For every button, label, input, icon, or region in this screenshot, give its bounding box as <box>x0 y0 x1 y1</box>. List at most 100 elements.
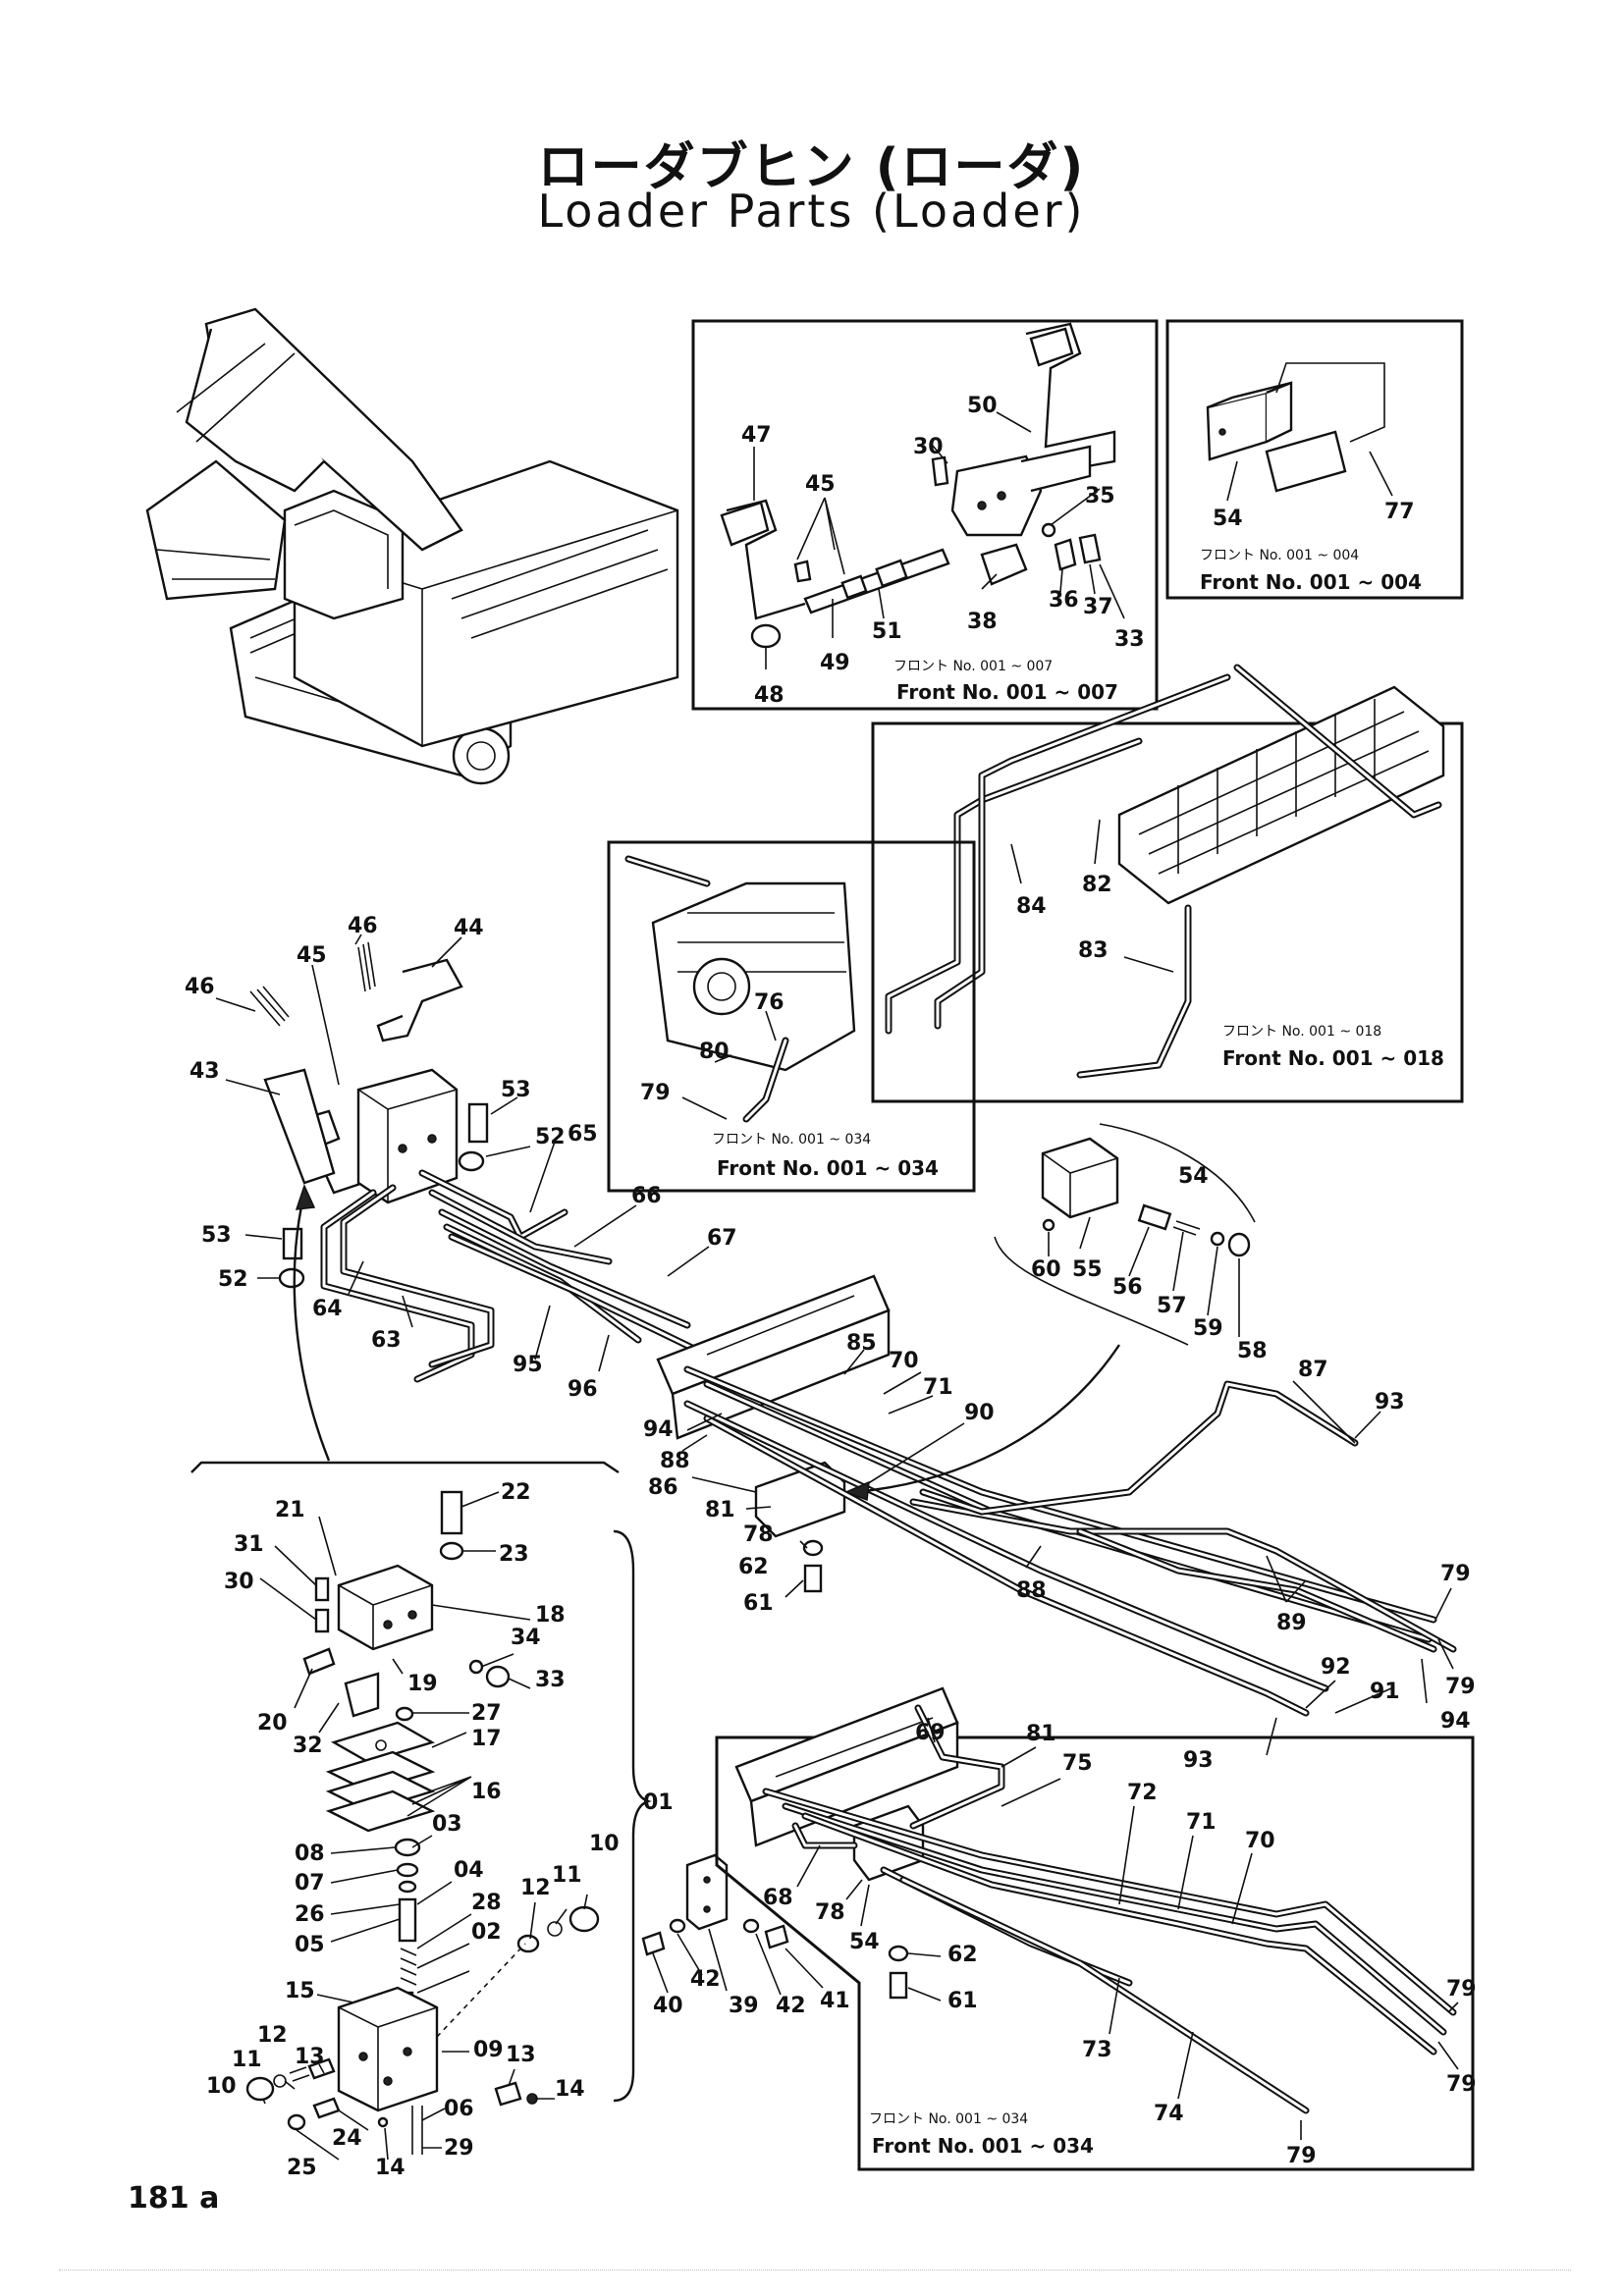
inset-pedal-label-45: 45 <box>805 472 836 497</box>
lower-inset-note-en: Front No. 001 ~ 034 <box>872 2134 1094 2158</box>
check-label-59: 59 <box>1193 1316 1223 1341</box>
bd-label-28: 28 <box>471 1891 502 1915</box>
inset-valvepipes-note-jp: フロント No. 001 ~ 018 <box>1222 1024 1381 1040</box>
check-valve-assembly: 54 60 55 56 57 59 58 <box>994 1123 1268 1363</box>
bd-label-11-left: 11 <box>232 2048 262 2072</box>
bd-label-12-right: 12 <box>520 1876 551 1900</box>
bd-label-05: 05 <box>295 1933 325 1957</box>
inset-valvedetail-label-79: 79 <box>640 1081 671 1105</box>
main-label-88-right: 88 <box>1016 1578 1047 1603</box>
main-label-53-right: 53 <box>501 1078 531 1102</box>
bottom-rule <box>59 2269 1571 2270</box>
inset-valvedetail-note-jp: フロント No. 001 ~ 034 <box>712 1132 871 1148</box>
lower-piping-inset: 69 81 75 72 71 70 68 78 54 62 61 73 74 7… <box>715 1686 1477 2171</box>
main-label-53-left: 53 <box>201 1223 232 1248</box>
main-label-45: 45 <box>297 943 327 968</box>
inset-valvepipes-label-83: 83 <box>1078 938 1109 963</box>
main-label-63: 63 <box>371 1328 402 1353</box>
main-label-85: 85 <box>846 1331 877 1356</box>
lower-label-78: 78 <box>815 1900 845 1925</box>
bd-label-16: 16 <box>471 1780 502 1804</box>
bracket-label-42-right: 42 <box>776 1994 806 2018</box>
main-label-90: 90 <box>964 1401 995 1425</box>
page-title-japanese: ローダブヒン (ローダ) <box>537 138 1086 197</box>
check-label-57: 57 <box>1157 1294 1187 1318</box>
bd-label-33: 33 <box>535 1668 566 1692</box>
main-label-62: 62 <box>738 1555 769 1579</box>
inset-valvepipes-label-84: 84 <box>1016 894 1047 919</box>
bd-label-04: 04 <box>454 1858 484 1883</box>
bd-label-03: 03 <box>432 1812 462 1837</box>
bd-label-21: 21 <box>275 1498 305 1522</box>
main-label-70: 70 <box>889 1349 919 1373</box>
bd-label-30: 30 <box>224 1570 254 1594</box>
inset-pedal-label-38: 38 <box>967 610 998 634</box>
inset-pedal-note-jp: フロント No. 001 ~ 007 <box>893 659 1053 674</box>
main-label-79-a: 79 <box>1440 1562 1471 1586</box>
bd-label-13-left: 13 <box>295 2045 325 2069</box>
bd-label-08: 08 <box>295 1842 325 1866</box>
inset-reservoir-note-en: Front No. 001 ~ 004 <box>1200 570 1422 594</box>
lower-label-75: 75 <box>1062 1751 1093 1776</box>
lower-inset-note-jp: フロント No. 001 ~ 034 <box>869 2111 1028 2127</box>
main-label-88-left: 88 <box>660 1449 690 1473</box>
bd-label-12-left: 12 <box>257 2023 288 2048</box>
page-number: 181 a <box>128 2181 220 2216</box>
manifold-assembly: 85 70 71 90 94 88 86 81 78 62 61 87 93 8… <box>643 1274 1476 1773</box>
lower-label-72: 72 <box>1127 1781 1158 1805</box>
inset-valvepipes-note-en: Front No. 001 ~ 018 <box>1222 1046 1444 1070</box>
inset-pedal-label-30: 30 <box>913 435 944 459</box>
bd-label-22: 22 <box>501 1480 531 1505</box>
inset-pedal-label-49: 49 <box>820 651 850 675</box>
bd-label-25: 25 <box>287 2156 317 2180</box>
bd-label-02: 02 <box>471 1920 502 1945</box>
inset-pedal-label-50: 50 <box>967 394 998 418</box>
lower-label-73: 73 <box>1082 2038 1112 2062</box>
inset-reservoir-label-77: 77 <box>1384 500 1415 524</box>
inset-pedal-note-en: Front No. 001 ~ 007 <box>896 680 1118 704</box>
inset-valvedetail-label-76: 76 <box>754 990 784 1015</box>
main-label-81: 81 <box>705 1498 735 1522</box>
inset-reservoir-label-54: 54 <box>1213 507 1243 531</box>
bd-label-27: 27 <box>471 1701 502 1726</box>
main-label-46-left: 46 <box>185 975 215 999</box>
bracket-label-40: 40 <box>653 1994 683 2018</box>
breakdown-arrow <box>293 1192 331 1462</box>
bd-label-18: 18 <box>535 1603 566 1628</box>
lower-label-71: 71 <box>1186 1810 1217 1835</box>
bd-label-11-right: 11 <box>552 1863 582 1888</box>
main-label-67: 67 <box>707 1226 737 1251</box>
bd-label-29: 29 <box>444 2136 474 2161</box>
check-valve-arrow <box>853 1344 1120 1494</box>
inset-pedal-label-51: 51 <box>872 619 902 644</box>
main-label-66: 66 <box>631 1184 662 1208</box>
main-label-65: 65 <box>568 1122 598 1147</box>
bd-label-14-left: 14 <box>375 2156 406 2180</box>
main-label-93-top: 93 <box>1375 1390 1405 1415</box>
bd-label-24: 24 <box>332 2126 362 2151</box>
bd-label-23: 23 <box>499 1542 529 1567</box>
bracket-assembly: 40 42 39 42 41 <box>641 1853 850 2018</box>
main-label-61: 61 <box>743 1591 774 1616</box>
bd-label-31: 31 <box>234 1532 264 1557</box>
valve-pipes-inset: 84 82 83 フロント No. 001 ~ 018 Front No. 00… <box>871 664 1464 1103</box>
main-label-95: 95 <box>513 1353 543 1377</box>
lower-label-61: 61 <box>947 1989 978 2013</box>
bd-label-07: 07 <box>295 1871 325 1896</box>
lower-label-79-b: 79 <box>1446 2072 1477 2097</box>
inset-valvedetail-note-en: Front No. 001 ~ 034 <box>717 1156 939 1180</box>
lower-label-81: 81 <box>1026 1722 1056 1746</box>
bd-label-20: 20 <box>257 1711 288 1735</box>
main-label-44: 44 <box>454 916 484 940</box>
bd-label-01: 01 <box>643 1790 674 1815</box>
lower-label-79-a: 79 <box>1446 1977 1477 2002</box>
main-label-79-b: 79 <box>1445 1675 1476 1699</box>
bd-label-10-right: 10 <box>589 1832 620 1856</box>
pedal-assembly: 46 44 45 46 43 53 52 53 52 65 66 67 64 6… <box>185 914 737 1402</box>
bd-label-09: 09 <box>473 2038 504 2062</box>
inset-pedal-label-36: 36 <box>1049 588 1079 613</box>
inset-pedal-label-33: 33 <box>1114 627 1145 652</box>
lower-label-62: 62 <box>947 1943 978 1967</box>
main-label-89: 89 <box>1276 1611 1307 1635</box>
main-label-94-right: 94 <box>1440 1709 1471 1734</box>
